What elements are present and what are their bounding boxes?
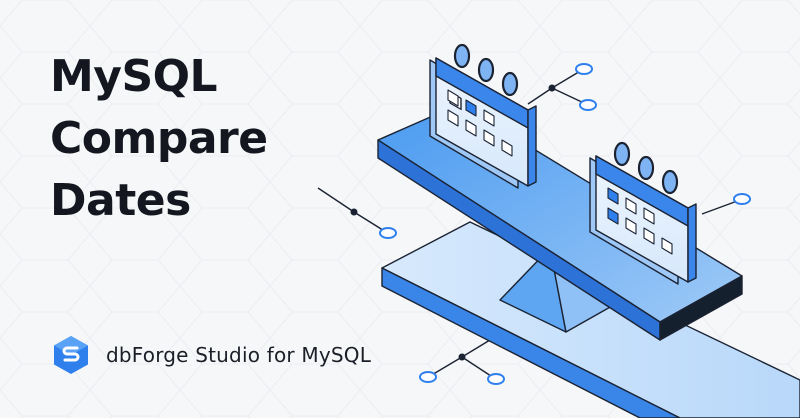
page-title: MySQL Compare Dates <box>50 46 268 232</box>
brand-lockup: dbForge Studio for MySQL <box>50 334 371 376</box>
title-line-3: Dates <box>50 175 191 226</box>
calendar-icon <box>589 141 697 285</box>
brand-name: dbForge Studio for MySQL <box>106 343 372 367</box>
calendar-icon <box>429 43 537 189</box>
connector-node-icon <box>350 63 751 385</box>
dbforge-logo-icon <box>54 336 88 374</box>
title-line-2: Compare <box>50 113 268 164</box>
title-line-1: MySQL <box>50 51 218 102</box>
scale-base <box>381 221 800 418</box>
